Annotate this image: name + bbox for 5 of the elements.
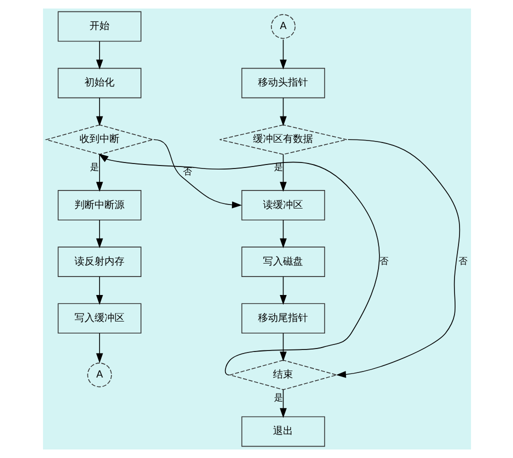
- edge-label: 否: [379, 257, 388, 268]
- edge-label: 是: [273, 393, 282, 404]
- edge-label: 是: [90, 163, 99, 174]
- edge-label: 否: [182, 168, 192, 178]
- edge-label: 否: [458, 257, 467, 268]
